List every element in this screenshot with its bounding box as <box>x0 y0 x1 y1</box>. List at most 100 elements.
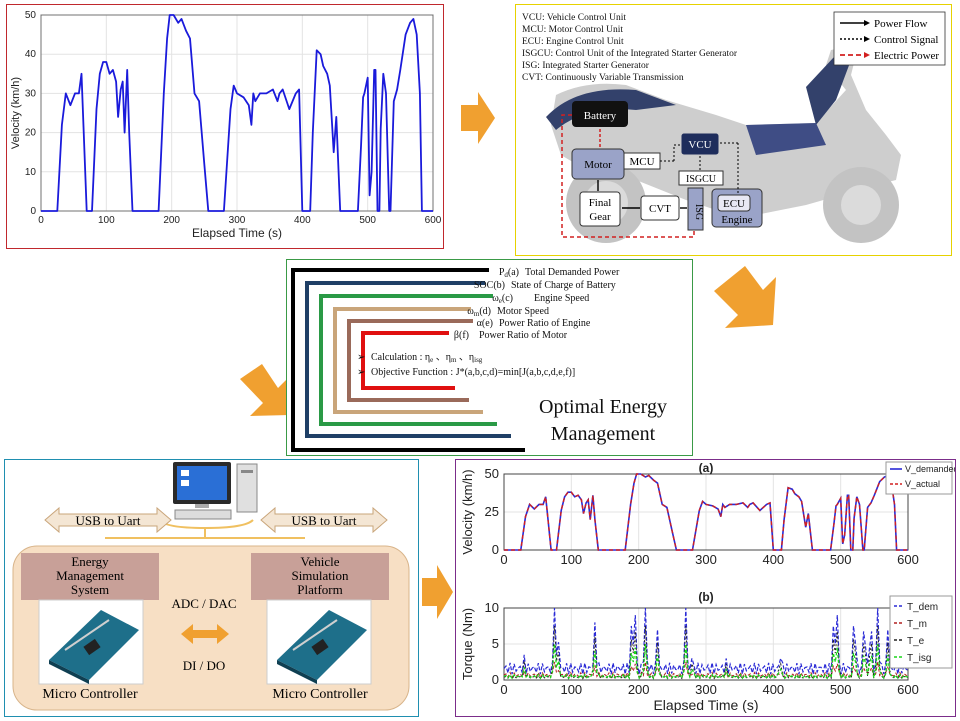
a-x-tick-label: 400 <box>762 552 784 567</box>
b-y-tick-label: 10 <box>485 600 499 615</box>
row-we: ωe(c) <box>492 293 513 305</box>
isgcu-block <box>678 170 724 186</box>
b-x-tick-label: 300 <box>695 682 717 697</box>
row-beta: β(f) <box>454 330 469 341</box>
svg-text:Battery: Battery <box>584 110 617 122</box>
connections <box>561 114 739 238</box>
y-tick-label: 0 <box>30 206 36 217</box>
chart-a-title: (a) <box>699 461 714 475</box>
legend-control-signal: Control Signal <box>874 34 938 46</box>
plot-a-frame <box>503 473 909 551</box>
optimal-title-1: Optimal Energy <box>539 396 667 418</box>
b-x-tick-label: 0 <box>500 682 507 697</box>
ems-line3: System <box>71 582 109 597</box>
optimal-title-2: Management <box>551 423 656 445</box>
abbrev-isg: ISG: Integrated Starter Generator <box>522 61 650 71</box>
a-y-tick-label: 25 <box>485 504 499 519</box>
nested-line-0 <box>291 268 525 452</box>
legend-b-text-2: T_e <box>907 636 925 647</box>
hardware-setup-diagram: USB to Uart USB to Uart Energy Managemen… <box>12 462 410 711</box>
a-y-tick-label: 50 <box>485 466 499 481</box>
y-tick-label: 10 <box>25 167 37 178</box>
y-tick-label: 30 <box>25 88 37 99</box>
abbrev-cvt: CVT: Continuously Variable Transmission <box>522 73 684 83</box>
usb-label-right: USB to Uart <box>292 513 357 528</box>
calc-bullet: ➢ <box>357 352 365 363</box>
a-y-axis-label: Velocity (km/h) <box>460 469 475 554</box>
svg-text:ECU: ECU <box>723 198 745 210</box>
row-wm: ωm(d) <box>467 306 491 318</box>
row-soc-label: State of Charge of Battery <box>511 280 616 291</box>
vsp-line3: Platform <box>297 582 343 597</box>
arrow-right-top <box>461 92 495 144</box>
control-blocks: Battery VCU Motor MCU ISGCU Final Gear C… <box>571 101 763 231</box>
velocity-series-line <box>41 14 433 212</box>
ems-line1: Energy <box>71 554 109 569</box>
scooter-legend: Power Flow Control Signal Electric Power <box>833 11 946 66</box>
x-tick-label: 600 <box>425 215 442 226</box>
abbrev-mcu: MCU: Motor Control Unit <box>522 25 623 35</box>
legend-a-box <box>885 461 953 495</box>
t-dem-line <box>503 607 909 676</box>
row-soc: SOC(b) <box>474 280 505 291</box>
x-axis-label: Elapsed Time (s) <box>192 226 282 240</box>
x-tick-label: 200 <box>163 215 180 226</box>
b-y-axis-label: Torque (Nm) <box>460 608 475 680</box>
b-y-tick-label: 5 <box>492 636 499 651</box>
a-y-tick-label: 0 <box>492 542 499 557</box>
ems-line2: Management <box>56 568 124 583</box>
adc-double-arrow <box>181 624 229 644</box>
arrow-right-bottom <box>422 565 453 619</box>
a-x-tick-label: 100 <box>560 552 582 567</box>
row-pd-label: Total Demanded Power <box>525 267 620 278</box>
battery-block <box>572 101 628 127</box>
legend-a-text-0: V_demanded <box>905 464 955 474</box>
legend-power-flow: Power Flow <box>874 18 928 30</box>
abbrev-vcu: VCU: Vehicle Control Unit <box>522 13 626 23</box>
a-x-tick-label: 500 <box>830 552 852 567</box>
abbrev-isgcu: ISGCU: Control Unit of the Integrated St… <box>522 48 738 59</box>
legend-electric-power: Electric Power <box>874 50 939 62</box>
ems-header <box>21 553 159 600</box>
microcontroller-board-left-icon <box>49 610 139 684</box>
row-wm-label: Motor Speed <box>497 306 549 317</box>
mc-label-right: Micro Controller <box>272 687 368 702</box>
v-actual-line <box>504 473 908 551</box>
svg-text:ISGCU: ISGCU <box>686 174 717 185</box>
objective-bullet: ➢ <box>357 367 365 378</box>
nested-line-3 <box>333 307 483 414</box>
adc-dac-label: ADC / DAC <box>171 596 236 611</box>
nested-line-2 <box>319 294 497 426</box>
svg-text:Gear: Gear <box>589 211 611 223</box>
di-do-label: DI / DO <box>183 658 226 673</box>
y-tick-label: 20 <box>25 128 37 139</box>
mc-label-left: Micro Controller <box>42 687 138 702</box>
b-y-tick-label: 0 <box>492 672 499 687</box>
legend-b-text-0: T_dem <box>907 602 938 613</box>
row-we-label: Engine Speed <box>534 293 589 304</box>
nested-line-4 <box>347 319 473 402</box>
usb-label-left: USB to Uart <box>76 513 141 528</box>
chart-b-title: (b) <box>698 590 713 604</box>
svg-text:CVT: CVT <box>649 203 671 215</box>
scooter-diagram: VCU: Vehicle Control Unit MCU: Motor Con… <box>522 11 946 243</box>
usb-arrow-right <box>260 506 388 534</box>
ecu-block <box>717 194 751 212</box>
svg-text:MCU: MCU <box>629 156 654 168</box>
b-x-tick-label: 500 <box>830 682 852 697</box>
svg-text:Engine: Engine <box>721 214 752 226</box>
a-x-tick-label: 300 <box>695 552 717 567</box>
final-gear-block <box>579 191 621 227</box>
microcontroller-board-right-icon <box>277 610 367 684</box>
svg-text:VCU: VCU <box>688 139 711 151</box>
optimal-energy-management-panel: Pd(a) Total Demanded Power SOC(b) State … <box>286 259 693 456</box>
computer-icon <box>173 462 258 520</box>
legend-b-text-1: T_m <box>907 619 927 630</box>
x-tick-label: 100 <box>98 215 115 226</box>
cvt-block <box>640 195 680 221</box>
arrow-down-left <box>714 266 776 328</box>
